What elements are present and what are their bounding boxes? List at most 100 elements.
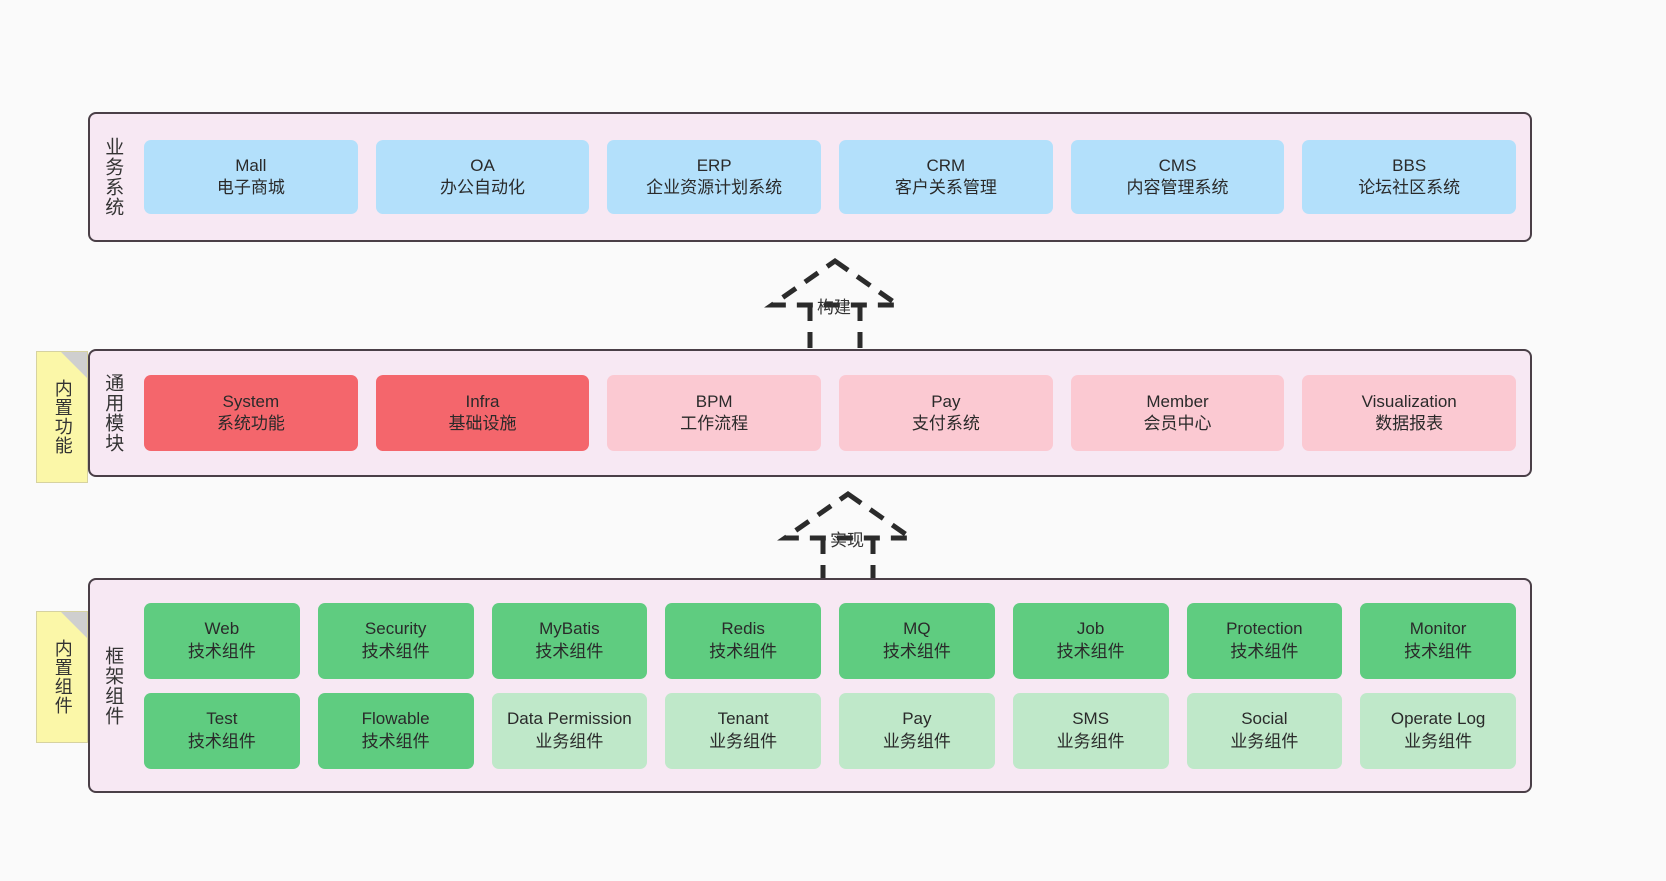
node-subtitle: 技术组件	[187, 641, 256, 661]
layer-business-systems[interactable]: 业务系统 Mall 电子商城 OA 办公自动化 ERP 企业资源计划系统 CRM…	[88, 112, 1532, 242]
node-operate-log[interactable]: Operate Log 业务组件	[1360, 692, 1516, 769]
node-subtitle: 技术组件	[882, 641, 951, 661]
node-subtitle: 客户关系管理	[894, 178, 997, 197]
node-system[interactable]: System 系统功能	[144, 375, 358, 451]
node-title: Pay	[902, 709, 932, 729]
node-title: Mall	[235, 155, 267, 175]
node-oa[interactable]: OA 办公自动化	[375, 140, 590, 214]
node-title: Test	[206, 709, 238, 729]
node-subtitle: 工作流程	[680, 414, 749, 433]
node-row: Mall 电子商城 OA 办公自动化 ERP 企业资源计划系统 CRM 客户关系…	[144, 140, 1517, 214]
node-pay-module[interactable]: Pay 支付系统	[839, 375, 1053, 451]
layer-title-framework-components: 框架组件	[102, 645, 124, 726]
node-title: Operate Log	[1390, 709, 1486, 729]
layer-title-business-systems: 业务系统	[102, 137, 124, 217]
node-title: Redis	[721, 619, 765, 639]
node-subtitle: 技术组件	[1230, 641, 1299, 661]
node-bbs[interactable]: BBS 论坛社区系统	[1302, 140, 1517, 214]
sticky-note-label: 内置组件	[52, 639, 73, 715]
node-tenant[interactable]: Tenant 业务组件	[665, 692, 821, 769]
node-subtitle: 业务组件	[1056, 731, 1125, 751]
node-subtitle: 技术组件	[1056, 641, 1125, 661]
node-mq[interactable]: MQ 技术组件	[839, 602, 995, 679]
node-subtitle: 内容管理系统	[1126, 178, 1229, 197]
node-subtitle: 业务组件	[1230, 731, 1299, 751]
node-title: Protection	[1226, 619, 1303, 639]
node-title: CRM	[926, 155, 966, 175]
node-cms[interactable]: CMS 内容管理系统	[1070, 140, 1285, 214]
node-title: Data Permission	[507, 709, 632, 729]
node-title: Pay	[931, 391, 961, 411]
node-title: Tenant	[717, 709, 769, 729]
node-protection[interactable]: Protection 技术组件	[1186, 602, 1343, 679]
node-mybatis[interactable]: MyBatis 技术组件	[491, 602, 648, 679]
node-security[interactable]: Security 技术组件	[317, 602, 474, 679]
node-subtitle: 技术组件	[535, 641, 604, 661]
node-sms[interactable]: SMS 业务组件	[1012, 692, 1169, 769]
node-subtitle: 技术组件	[709, 641, 778, 661]
node-visualization[interactable]: Visualization 数据报表	[1302, 375, 1517, 451]
node-subtitle: 系统功能	[216, 414, 285, 433]
node-title: Flowable	[361, 709, 430, 729]
connector-build: 构建	[755, 257, 915, 357]
node-mall[interactable]: Mall 电子商城	[144, 140, 358, 214]
layer-body-framework-components: Web 技术组件 Security 技术组件 MyBatis 技术组件 Redi…	[134, 580, 1530, 791]
layer-body-business-systems: Mall 电子商城 OA 办公自动化 ERP 企业资源计划系统 CRM 客户关系…	[134, 114, 1530, 240]
sticky-note-builtin-features[interactable]: 内置功能	[36, 351, 88, 483]
layer-body-general-modules: System 系统功能 Infra 基础设施 BPM 工作流程 Pay 支付系统…	[134, 351, 1530, 475]
note-fold-icon	[61, 612, 87, 638]
node-pay-component[interactable]: Pay 业务组件	[839, 692, 995, 769]
node-subtitle: 办公自动化	[440, 178, 525, 197]
node-infra[interactable]: Infra 基础设施	[375, 375, 590, 451]
node-title: Member	[1146, 391, 1209, 411]
node-web[interactable]: Web 技术组件	[144, 602, 300, 679]
node-subtitle: 业务组件	[535, 731, 604, 751]
node-title: System	[222, 391, 280, 411]
node-title: Job	[1076, 619, 1105, 639]
node-erp[interactable]: ERP 企业资源计划系统	[607, 140, 822, 214]
node-title: SMS	[1072, 709, 1110, 729]
layer-general-modules[interactable]: 通用模块 System 系统功能 Infra 基础设施 BPM 工作流程 Pay…	[88, 349, 1532, 477]
node-subtitle: 技术组件	[1404, 641, 1473, 661]
connector-implement: 实现	[768, 490, 928, 590]
node-title: Social	[1241, 709, 1288, 729]
layer-title-general-modules: 通用模块	[102, 373, 124, 453]
node-subtitle: 业务组件	[882, 731, 951, 751]
node-subtitle: 业务组件	[709, 731, 778, 751]
node-subtitle: 会员中心	[1143, 414, 1212, 433]
node-title: Infra	[465, 391, 500, 411]
node-row: Test 技术组件 Flowable 技术组件 Data Permission …	[144, 692, 1516, 769]
node-redis[interactable]: Redis 技术组件	[665, 602, 821, 679]
node-title: Monitor	[1409, 619, 1467, 639]
node-subtitle: 技术组件	[361, 731, 430, 751]
node-title: BBS	[1392, 155, 1427, 175]
node-subtitle: 企业资源计划系统	[646, 178, 783, 197]
node-title: MQ	[903, 619, 931, 639]
node-title: BPM	[695, 391, 733, 411]
node-monitor[interactable]: Monitor 技术组件	[1360, 602, 1516, 679]
node-job[interactable]: Job 技术组件	[1012, 602, 1169, 679]
node-title: CMS	[1158, 155, 1197, 175]
sticky-note-builtin-components[interactable]: 内置组件	[36, 611, 88, 743]
node-subtitle: 基础设施	[448, 414, 517, 433]
note-fold-icon	[61, 352, 87, 378]
node-subtitle: 数据报表	[1375, 414, 1444, 433]
connector-label-implement: 实现	[830, 531, 864, 550]
node-member[interactable]: Member 会员中心	[1070, 375, 1285, 451]
node-subtitle: 支付系统	[911, 414, 980, 433]
node-social[interactable]: Social 业务组件	[1186, 692, 1343, 769]
node-test[interactable]: Test 技术组件	[144, 692, 300, 769]
sticky-note-label: 内置功能	[52, 379, 73, 455]
node-crm[interactable]: CRM 客户关系管理	[839, 140, 1053, 214]
connector-label-build: 构建	[817, 298, 851, 317]
node-title: ERP	[696, 155, 732, 175]
node-row: System 系统功能 Infra 基础设施 BPM 工作流程 Pay 支付系统…	[144, 375, 1517, 451]
layer-framework-components[interactable]: 框架组件 Web 技术组件 Security 技术组件 MyBatis 技术组件…	[88, 578, 1532, 793]
node-subtitle: 论坛社区系统	[1358, 178, 1461, 197]
node-flowable[interactable]: Flowable 技术组件	[317, 692, 474, 769]
node-subtitle: 技术组件	[361, 641, 430, 661]
node-row: Web 技术组件 Security 技术组件 MyBatis 技术组件 Redi…	[144, 602, 1516, 679]
node-title: Security	[364, 619, 427, 639]
node-bpm[interactable]: BPM 工作流程	[607, 375, 822, 451]
node-data-permission[interactable]: Data Permission 业务组件	[491, 692, 648, 769]
